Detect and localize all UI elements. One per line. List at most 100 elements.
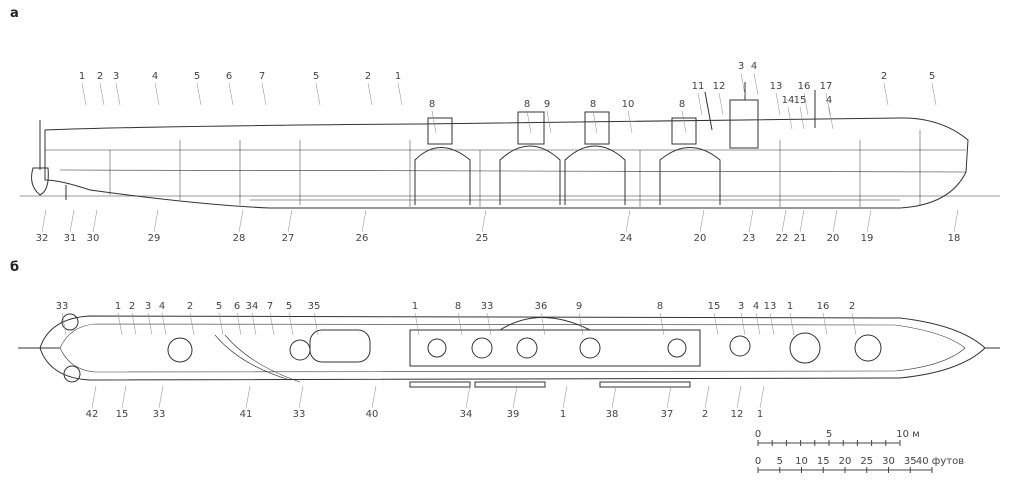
leader-line <box>592 110 598 134</box>
plan-callout-39: 39 <box>506 409 520 420</box>
profile-callout-24: 24 <box>619 233 633 244</box>
profile-callout-15: 15 <box>793 95 807 106</box>
profile-callout-10: 10 <box>621 99 635 110</box>
profile-callout-5: 5 <box>312 71 320 82</box>
leader-line <box>147 312 153 336</box>
leader-line <box>828 106 834 130</box>
plan-callout-42: 42 <box>85 409 99 420</box>
profile-callout-1: 1 <box>78 71 86 82</box>
leader-line <box>753 72 759 96</box>
boiler-room-casing <box>409 329 701 367</box>
leader-line <box>131 312 137 336</box>
leader-line <box>769 312 775 336</box>
leader-line <box>627 110 633 134</box>
leader-line <box>718 92 724 116</box>
plan-callout-4: 4 <box>158 301 166 312</box>
profile-callout-5: 5 <box>193 71 201 82</box>
leader-line <box>781 209 787 233</box>
leader-line <box>218 312 224 336</box>
profile-callout-30: 30 <box>86 233 100 244</box>
leader-line <box>99 82 105 106</box>
leader-line <box>540 312 546 336</box>
leader-line <box>414 312 420 336</box>
profile-view <box>20 82 1000 209</box>
leader-line <box>953 209 959 233</box>
leader-line <box>196 82 202 106</box>
plan-callout-33: 33 <box>292 409 306 420</box>
plan-callout-13: 13 <box>763 301 777 312</box>
profile-callout-20: 20 <box>693 233 707 244</box>
leader-line <box>562 385 568 409</box>
leader-line <box>261 82 267 106</box>
profile-callout-1: 1 <box>394 71 402 82</box>
plan-callout-3: 3 <box>737 301 745 312</box>
leader-line <box>755 312 761 336</box>
leader-line <box>740 312 746 336</box>
plan-callout-7: 7 <box>266 301 274 312</box>
plan-callout-37: 37 <box>660 409 674 420</box>
panel-label-b: б <box>10 260 20 275</box>
profile-callout-32: 32 <box>35 233 49 244</box>
leader-line <box>822 312 828 336</box>
plan-callout-35: 35 <box>307 301 321 312</box>
funnel-2 <box>517 111 545 145</box>
scale-ft-label: 30 <box>882 456 895 467</box>
plan-callout-41: 41 <box>239 409 253 420</box>
plan-callout-3: 3 <box>144 301 152 312</box>
panel-label-a: а <box>10 6 19 21</box>
plan-callout-2: 2 <box>128 301 136 312</box>
profile-callout-26: 26 <box>355 233 369 244</box>
profile-callout-21: 21 <box>793 233 807 244</box>
plan-callout-6: 6 <box>233 301 241 312</box>
leader-line <box>699 209 705 233</box>
plan-callout-1: 1 <box>756 409 764 420</box>
plan-callout-34: 34 <box>245 301 259 312</box>
leader-line <box>69 209 75 233</box>
plan-callout-4: 4 <box>752 301 760 312</box>
leader-line <box>61 312 67 336</box>
leader-line <box>748 209 754 233</box>
leader-line <box>287 209 293 233</box>
leader-line <box>832 209 838 233</box>
leader-line <box>158 385 164 409</box>
profile-callout-29: 29 <box>147 233 161 244</box>
plan-callout-40: 40 <box>365 409 379 420</box>
leader-line <box>245 385 251 409</box>
leader-line <box>578 312 584 336</box>
scale-ft-label: 40 футов <box>915 456 965 467</box>
boat <box>499 317 591 331</box>
scale-ft-label: 20 <box>838 456 852 467</box>
leader-line <box>269 312 275 336</box>
leader-line <box>546 110 552 134</box>
profile-callout-8: 8 <box>428 99 436 110</box>
leader-line <box>883 82 889 106</box>
leader-line <box>759 385 765 409</box>
plan-callout-16: 16 <box>816 301 830 312</box>
leader-line <box>803 92 809 116</box>
plan-callout-38: 38 <box>605 409 619 420</box>
scale-m-label: 5 <box>825 429 833 440</box>
leader-line <box>736 385 742 409</box>
plan-callout-1: 1 <box>411 301 419 312</box>
leader-line <box>740 72 746 96</box>
leader-line <box>825 92 831 116</box>
leader-line <box>238 209 244 233</box>
leader-line <box>512 385 518 409</box>
leader-line <box>775 92 781 116</box>
leader-line <box>313 312 319 336</box>
profile-callout-28: 28 <box>232 233 246 244</box>
plan-callout-34: 34 <box>459 409 473 420</box>
leader-line <box>161 312 167 336</box>
profile-callout-3: 3 <box>112 71 120 82</box>
leader-line <box>92 209 98 233</box>
profile-callout-9: 9 <box>543 99 551 110</box>
plan-callout-8: 8 <box>656 301 664 312</box>
leader-line <box>367 82 373 106</box>
leader-line <box>486 312 492 336</box>
leader-line <box>81 82 87 106</box>
hull-plan <box>39 315 986 381</box>
rudder <box>31 167 49 196</box>
hull-profile <box>44 117 969 209</box>
